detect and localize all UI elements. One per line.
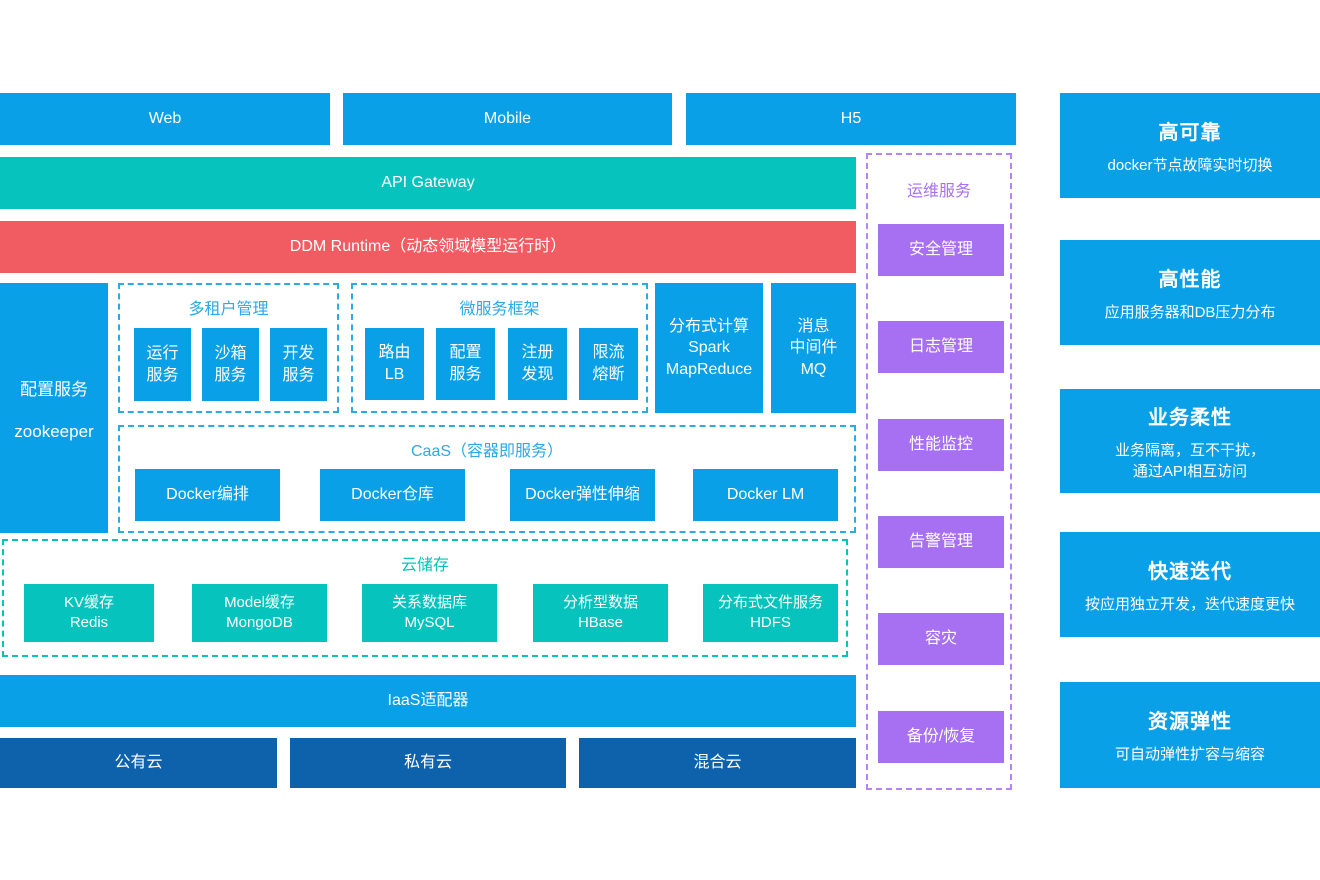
performance-monitoring-box: 性能监控	[878, 419, 1004, 471]
benefit-high-performance: 高性能 应用服务器和DB压力分布	[1060, 240, 1320, 345]
cloud-storage-group: 云储存 KV缓存 Redis Model缓存 MongoDB 关系数据库 MyS…	[2, 539, 848, 657]
alert-mgmt-box: 告警管理	[878, 516, 1004, 568]
disaster-recovery-box: 容灾	[878, 613, 1004, 665]
backup-restore-box: 备份/恢复	[878, 711, 1004, 763]
caas-group: CaaS（容器即服务） Docker编排 Docker仓库 Docker弹性伸缩…	[118, 425, 856, 533]
public-cloud-box: 公有云	[0, 738, 277, 788]
hbase-box: 分析型数据 HBase	[533, 584, 668, 642]
box-mobile: Mobile	[343, 93, 672, 145]
hybrid-cloud-box: 混合云	[579, 738, 856, 788]
docker-autoscaling-box: Docker弹性伸缩	[510, 469, 655, 521]
microservice-framework-title: 微服务框架	[459, 301, 540, 318]
hdfs-box: 分布式文件服务 HDFS	[703, 584, 838, 642]
benefit-desc: 可自动弹性扩容与缩容	[1114, 746, 1265, 763]
box-web: Web	[0, 93, 330, 145]
ops-services-group: 运维服务 安全管理 日志管理 性能监控 告警管理 容灾 备份/恢复	[866, 153, 1012, 790]
docker-lm-box: Docker LM	[693, 469, 838, 521]
box-h5: H5	[686, 93, 1016, 145]
message-middleware-box: 消息 中间件 MQ	[771, 283, 856, 413]
benefit-desc: 业务隔离，互不干扰， 通过API相互访问	[1114, 441, 1265, 480]
tenant-management-group: 多租户管理 运行 服务 沙箱 服务 开发 服务	[118, 283, 339, 413]
ops-services-title: 运维服务	[906, 183, 971, 200]
benefit-title: 业务柔性	[1148, 406, 1232, 429]
zookeeper-label: zookeeper	[14, 421, 94, 441]
tenant-management-title: 多租户管理	[188, 301, 269, 318]
tenant-sandbox-service-box: 沙箱 服务	[202, 328, 259, 401]
log-mgmt-box: 日志管理	[878, 321, 1004, 373]
ratelimit-circuitbreak-box: 限流 熔断	[579, 328, 638, 400]
benefit-title: 高性能	[1158, 268, 1222, 291]
redis-box: KV缓存 Redis	[24, 584, 154, 642]
config-service-ms-box: 配置 服务	[436, 328, 495, 400]
tenant-dev-service-box: 开发 服务	[270, 328, 327, 401]
caas-title: CaaS（容器即服务）	[410, 443, 564, 460]
routing-lb-box: 路由 LB	[365, 328, 424, 400]
benefit-desc: 按应用独立开发，迭代速度更快	[1084, 595, 1295, 613]
api-gateway-bar: API Gateway	[0, 157, 856, 209]
benefit-desc: docker节点故障实时切换	[1107, 156, 1273, 174]
docker-orchestration-box: Docker编排	[135, 469, 280, 521]
private-cloud-box: 私有云	[290, 738, 566, 788]
security-mgmt-box: 安全管理	[878, 224, 1004, 276]
benefit-title: 资源弹性	[1148, 711, 1232, 733]
benefit-business-flexibility: 业务柔性 业务隔离，互不干扰， 通过API相互访问	[1060, 389, 1320, 493]
mongodb-box: Model缓存 MongoDB	[192, 584, 327, 642]
microservice-framework-group: 微服务框架 路由 LB 配置 服务 注册 发现 限流 熔断	[351, 283, 648, 413]
ddm-runtime-bar: DDM Runtime（动态领域模型运行时）	[0, 221, 856, 273]
docker-registry-box: Docker仓库	[320, 469, 465, 521]
benefit-title: 快速迭代	[1148, 560, 1232, 583]
benefit-rapid-iteration: 快速迭代 按应用独立开发，迭代速度更快	[1060, 532, 1320, 637]
config-service-box: 配置服务 zookeeper	[0, 283, 108, 533]
benefit-resource-elasticity: 资源弹性 可自动弹性扩容与缩容	[1060, 682, 1320, 788]
tenant-run-service-box: 运行 服务	[134, 328, 191, 401]
mysql-box: 关系数据库 MySQL	[362, 584, 497, 642]
iaas-adapter-bar: IaaS适配器	[0, 675, 856, 727]
distributed-compute-box: 分布式计算 Spark MapReduce	[655, 283, 763, 413]
register-discovery-box: 注册 发现	[508, 328, 567, 400]
cloud-storage-title: 云储存	[400, 557, 449, 574]
benefit-title: 高可靠	[1158, 121, 1222, 144]
benefit-desc: 应用服务器和DB压力分布	[1104, 303, 1276, 321]
benefit-high-availability: 高可靠 docker节点故障实时切换	[1060, 93, 1320, 198]
config-service-label: 配置服务	[20, 379, 88, 399]
